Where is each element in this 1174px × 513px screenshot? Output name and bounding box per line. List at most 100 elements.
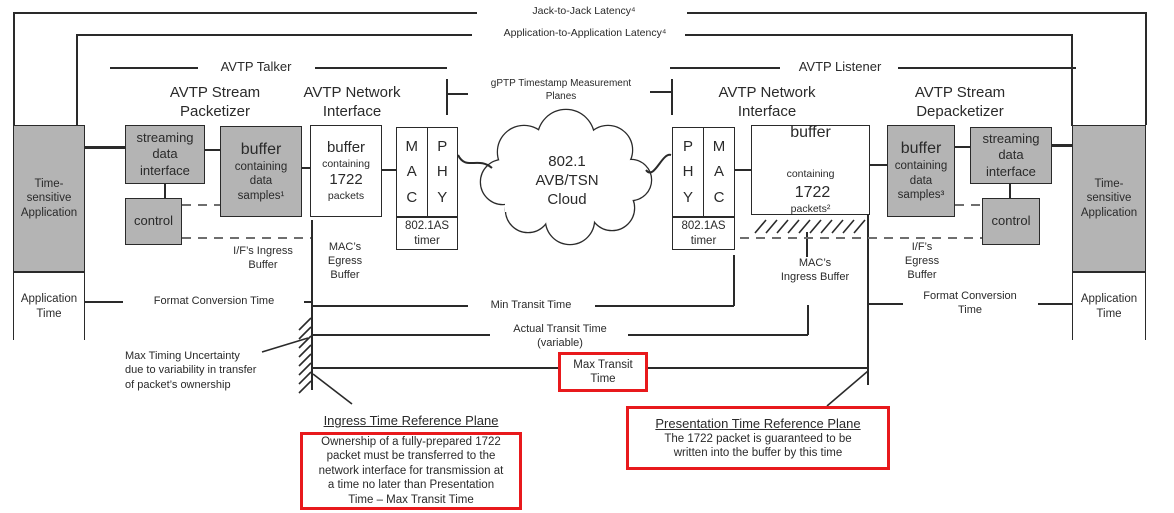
actual-transit-line-left	[312, 334, 490, 336]
depacketizer-title: AVTP Stream Depacketizer	[914, 84, 1006, 121]
format-conversion-right-line-a	[868, 303, 903, 305]
min-transit-time-label: Min Transit Time	[490, 299, 572, 311]
format-conversion-left-line-b	[304, 301, 312, 303]
listener-packet-buffer-box: buffer containing 1722 packets²	[751, 124, 870, 216]
listener-packet-buffer-packets: packets²	[790, 203, 831, 216]
avb-tsn-cloud-label: 802.1 AVB/TSN Cloud	[535, 153, 599, 209]
listener-phy-cell: P H Y	[673, 128, 704, 216]
app-to-app-latency-label: Application-to-Application Latency⁴	[503, 27, 667, 39]
talker-packet-buffer-l1: buffer	[326, 139, 366, 157]
talker-gptp-tick	[447, 93, 468, 95]
avtp-listener-label: AVTP Listener	[798, 59, 882, 74]
jack-to-jack-latency-label: Jack-to-Jack Latency⁴	[532, 5, 636, 17]
talker-mac-phy-box: M A C P H Y	[396, 127, 458, 217]
right-outer-riser	[1145, 12, 1147, 125]
left-time-sensitive-application-box: Time- sensitive Application	[13, 125, 85, 272]
talker-packet-buffer-l4: packets	[327, 189, 365, 202]
app-latency-line-right	[685, 34, 1072, 36]
ingress-time-reference-plane-box: Ownership of a fully-prepared 1722 packe…	[300, 432, 522, 510]
listener-network-interface-title: AVTP Network Interface	[718, 84, 816, 121]
talker-sample-buffer-title: buffer	[240, 140, 282, 158]
presentation-reference-plane-line	[867, 215, 869, 385]
listener-brace-line-right	[898, 67, 1076, 69]
presentation-time-reference-plane-box: Presentation Time Reference Plane The 17…	[626, 406, 890, 470]
listener-sample-buffer-box: buffer containing data samples³	[887, 125, 955, 217]
max-transit-time-box: Max Transit Time	[558, 352, 648, 392]
cloud-to-phy-link-right	[645, 153, 672, 174]
listener-sample-buffer-subtitle: containing data samples³	[894, 160, 948, 202]
avb-cloud-fill	[481, 110, 651, 244]
ingress-plane-hatching	[298, 317, 312, 394]
format-conversion-left-line-a	[85, 301, 123, 303]
talker-control-box: control	[125, 198, 182, 245]
left-inner-riser	[76, 34, 78, 126]
talker-control-dashed-link	[182, 204, 220, 206]
talker-sample-buffer-subtitle: containing data samples¹	[234, 160, 288, 202]
listener-sdi-control-link	[1009, 184, 1011, 199]
listener-packet-buffer-title: buffer	[790, 124, 831, 142]
presentation-plane-hatching	[754, 219, 866, 234]
left-application-time-box: Application Time	[13, 272, 85, 340]
phy-to-cloud-link-left	[457, 154, 493, 169]
format-conversion-time-left-label: Format Conversion Time	[153, 295, 275, 307]
listener-gptp-bracket	[671, 79, 673, 115]
talker-sdi-control-link	[164, 184, 166, 199]
actual-transit-time-label: Actual Transit Time (variable)	[513, 323, 607, 349]
min-transit-line-right	[595, 305, 734, 307]
right-time-sensitive-application-box: Time- sensitive Application	[1072, 125, 1146, 272]
listener-control-box: control	[982, 198, 1040, 245]
app-latency-line-left	[77, 34, 472, 36]
listener-packet-buffer-mid: containing 1722	[787, 143, 835, 203]
talker-sample-buffer-box: buffer containing data samples¹	[220, 126, 302, 217]
right-application-time-box: Application Time	[1072, 272, 1146, 340]
link-sdi-to-samplebuf-left	[205, 149, 220, 151]
link-samplebuf-to-sdi-right	[955, 146, 970, 148]
uncertainty-pointer-line	[261, 337, 309, 353]
link-app-to-sdi-left	[85, 146, 125, 149]
ingress-plane-pointer-line	[312, 373, 353, 405]
macs-egress-buffer-label: MAC’s Egress Buffer	[327, 241, 363, 281]
right-inner-riser	[1071, 34, 1073, 126]
listener-8021as-timer-box: 802.1AS timer	[672, 217, 735, 250]
presentation-time-reference-plane-body: The 1722 packet is guaranteed to be writ…	[664, 432, 852, 460]
talker-packet-buffer-l3: 1722	[329, 171, 363, 188]
listener-streaming-data-interface-box: streaming data interface	[970, 127, 1052, 184]
link-mac-to-packetbuf-right	[735, 169, 751, 171]
talker-brace-line-left	[110, 67, 198, 69]
max-timing-uncertainty-label: Max Timing Uncertainty due to variabilit…	[125, 350, 257, 391]
talker-mac-cell: M A C	[397, 128, 428, 216]
macs-ingress-buffer-label: MAC’s Ingress Buffer	[780, 257, 850, 283]
listener-mac-cell: M A C	[712, 137, 726, 206]
min-transit-riser	[733, 255, 735, 306]
link-sdi-to-app-right	[1052, 144, 1072, 147]
max-transit-line-left	[312, 367, 558, 369]
talker-packet-buffer-l2: containing	[322, 157, 370, 170]
actual-transit-line-right	[628, 334, 808, 336]
listener-packet-buffer-1722: 1722	[794, 184, 831, 202]
talker-packet-buffer-box: buffer containing 1722 packets	[310, 125, 382, 217]
jack-latency-line-right	[687, 12, 1146, 14]
min-transit-line-left	[312, 305, 468, 307]
max-transit-line-right	[648, 367, 868, 369]
mac-ingress-pointer	[806, 232, 808, 257]
ingress-reference-plane-line	[311, 220, 313, 390]
ifs-egress-buffer-label: I/F’s Egress Buffer	[904, 241, 940, 281]
packetizer-title: AVTP Stream Packetizer	[169, 84, 261, 121]
avtp-talker-label: AVTP Talker	[220, 59, 292, 74]
listener-control-dashed-link	[955, 204, 982, 206]
talker-streaming-data-interface-box: streaming data interface	[125, 125, 205, 184]
talker-ingress-dashed-line	[182, 237, 311, 239]
listener-gptp-tick	[650, 91, 671, 93]
link-packetbuf-to-samplebuf-right	[870, 164, 887, 166]
format-conversion-right-line-b	[1038, 303, 1072, 305]
listener-phy-mac-box: P H Y M A C	[672, 127, 735, 217]
talker-phy-cell: P H Y	[436, 137, 448, 206]
listener-sample-buffer-title: buffer	[900, 140, 942, 158]
link-packetbuf-to-mac-left	[382, 169, 396, 171]
talker-network-interface-title: AVTP Network Interface	[303, 84, 401, 121]
listener-brace-line-left	[670, 67, 780, 69]
jack-latency-line-left	[13, 12, 477, 14]
link-samplebuf-to-packetbuf-left	[302, 167, 310, 169]
ifs-ingress-buffer-label: I/F’s Ingress Buffer	[233, 245, 293, 271]
